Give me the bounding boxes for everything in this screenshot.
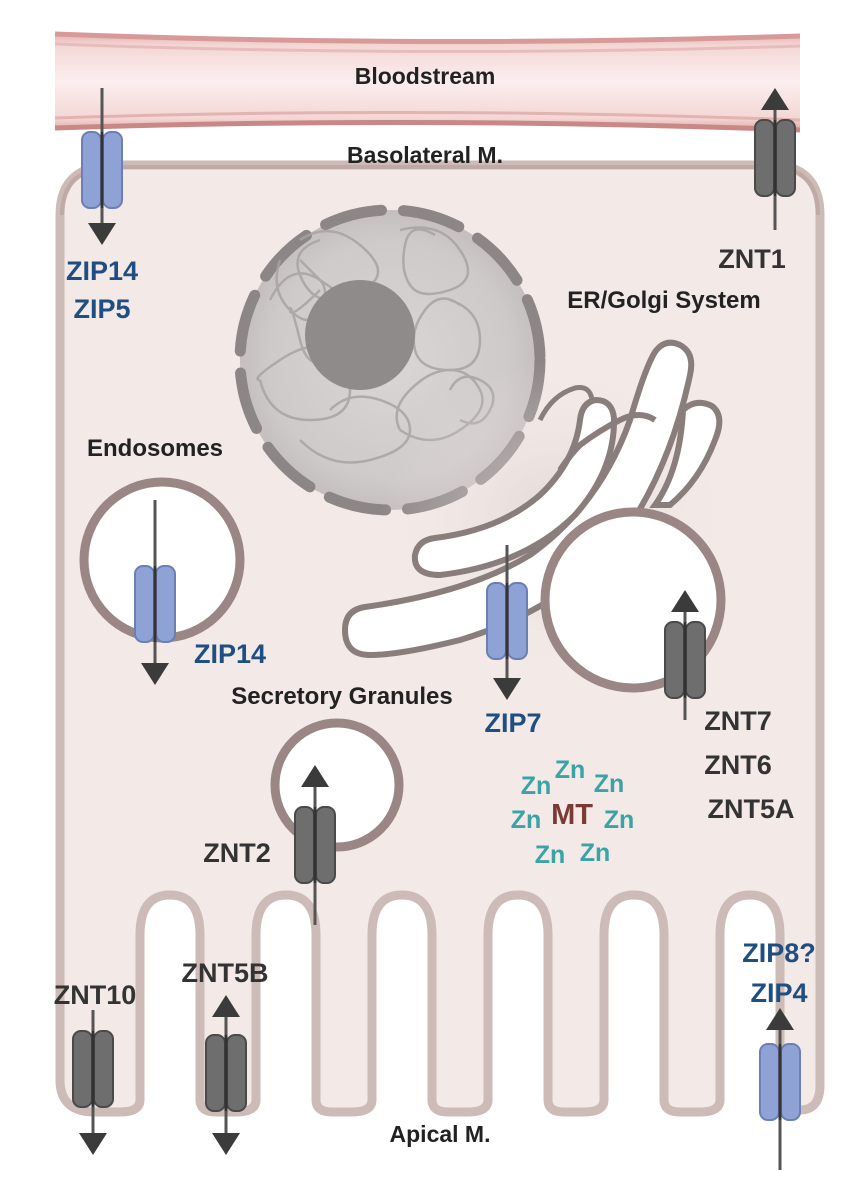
channel-subunit bbox=[315, 806, 336, 884]
znt5b-channel bbox=[205, 995, 247, 1155]
arrow-up-icon bbox=[761, 88, 789, 110]
channel-subunit bbox=[81, 131, 102, 209]
zinc-ion: Zn bbox=[521, 772, 552, 800]
zip14-zip5-channel bbox=[81, 88, 123, 245]
zinc-ion: Zn bbox=[580, 839, 611, 867]
channel-subunit bbox=[507, 582, 528, 660]
zip7-channel bbox=[486, 545, 528, 700]
metallothionein-label: MT bbox=[551, 799, 593, 831]
channel-subunit bbox=[134, 565, 155, 643]
zinc-ion: Zn bbox=[511, 806, 542, 834]
znt10-label: ZNT10 bbox=[54, 980, 137, 1010]
zinc-ion: Zn bbox=[555, 756, 586, 784]
secretory-granule bbox=[270, 718, 404, 852]
channel-subunit bbox=[294, 806, 315, 884]
bloodstream-label: Bloodstream bbox=[355, 63, 496, 89]
znt-golgi-channel bbox=[664, 590, 706, 720]
znt2-channel bbox=[294, 765, 336, 925]
arrow-down-icon bbox=[88, 223, 116, 245]
channel-subunit bbox=[759, 1043, 780, 1121]
transporter-layer bbox=[72, 88, 801, 1170]
apical-membrane-label: Apical M. bbox=[390, 1121, 491, 1147]
zip8-label: ZIP8? bbox=[742, 938, 816, 968]
arrow-down-icon bbox=[212, 1133, 240, 1155]
znt6-label: ZNT6 bbox=[704, 750, 772, 780]
er-golgi-label: ER/Golgi System bbox=[567, 287, 760, 314]
zinc-ion: Zn bbox=[604, 806, 635, 834]
arrow-up-icon bbox=[671, 590, 699, 612]
nucleolus bbox=[305, 280, 415, 390]
znt1-channel bbox=[754, 88, 796, 230]
zip14-endosome-label: ZIP14 bbox=[194, 639, 266, 669]
arrow-down-icon bbox=[141, 663, 169, 685]
zip14-endosome-channel bbox=[134, 500, 176, 685]
channel-subunit bbox=[226, 1034, 247, 1112]
arrow-down-icon bbox=[493, 678, 521, 700]
zinc-ion: Zn bbox=[594, 770, 625, 798]
secretory-granules-label: Secretory Granules bbox=[231, 683, 452, 710]
znt7-label: ZNT7 bbox=[704, 706, 772, 736]
znt1-label: ZNT1 bbox=[718, 244, 786, 274]
basolateral-membrane-label: Basolateral M. bbox=[347, 142, 503, 168]
bloodstream-vessel bbox=[54, 31, 801, 133]
arrow-down-icon bbox=[79, 1133, 107, 1155]
channel-subunit bbox=[780, 1043, 801, 1121]
channel-subunit bbox=[72, 1030, 93, 1108]
channel-subunit bbox=[664, 621, 685, 699]
zinc-metallothionein-cluster: Zn Zn Zn Zn MT Zn Zn Zn bbox=[511, 756, 635, 869]
channel-subunit bbox=[685, 621, 706, 699]
znt10-channel bbox=[72, 1010, 114, 1155]
channel-subunit bbox=[754, 119, 775, 197]
zip7-label: ZIP7 bbox=[484, 708, 541, 738]
zinc-ion: Zn bbox=[535, 841, 566, 869]
arrow-up-icon bbox=[766, 1008, 794, 1030]
channel-subunit bbox=[155, 565, 176, 643]
channel-subunit bbox=[775, 119, 796, 197]
zip5-label: ZIP5 bbox=[73, 294, 130, 324]
znt5a-label: ZNT5A bbox=[708, 794, 795, 824]
channel-subunit bbox=[205, 1034, 226, 1112]
zip8-zip4-channel bbox=[759, 1008, 801, 1170]
channel-subunit bbox=[486, 582, 507, 660]
arrow-up-icon bbox=[301, 765, 329, 787]
zip14-basolateral-label: ZIP14 bbox=[66, 256, 138, 286]
zip4-label: ZIP4 bbox=[750, 978, 807, 1008]
znt2-label: ZNT2 bbox=[203, 838, 271, 868]
channel-subunit bbox=[93, 1030, 114, 1108]
channel-subunit bbox=[102, 131, 123, 209]
znt5b-label: ZNT5B bbox=[182, 958, 269, 988]
arrow-up-icon bbox=[212, 995, 240, 1017]
endosomes-label: Endosomes bbox=[87, 435, 223, 462]
